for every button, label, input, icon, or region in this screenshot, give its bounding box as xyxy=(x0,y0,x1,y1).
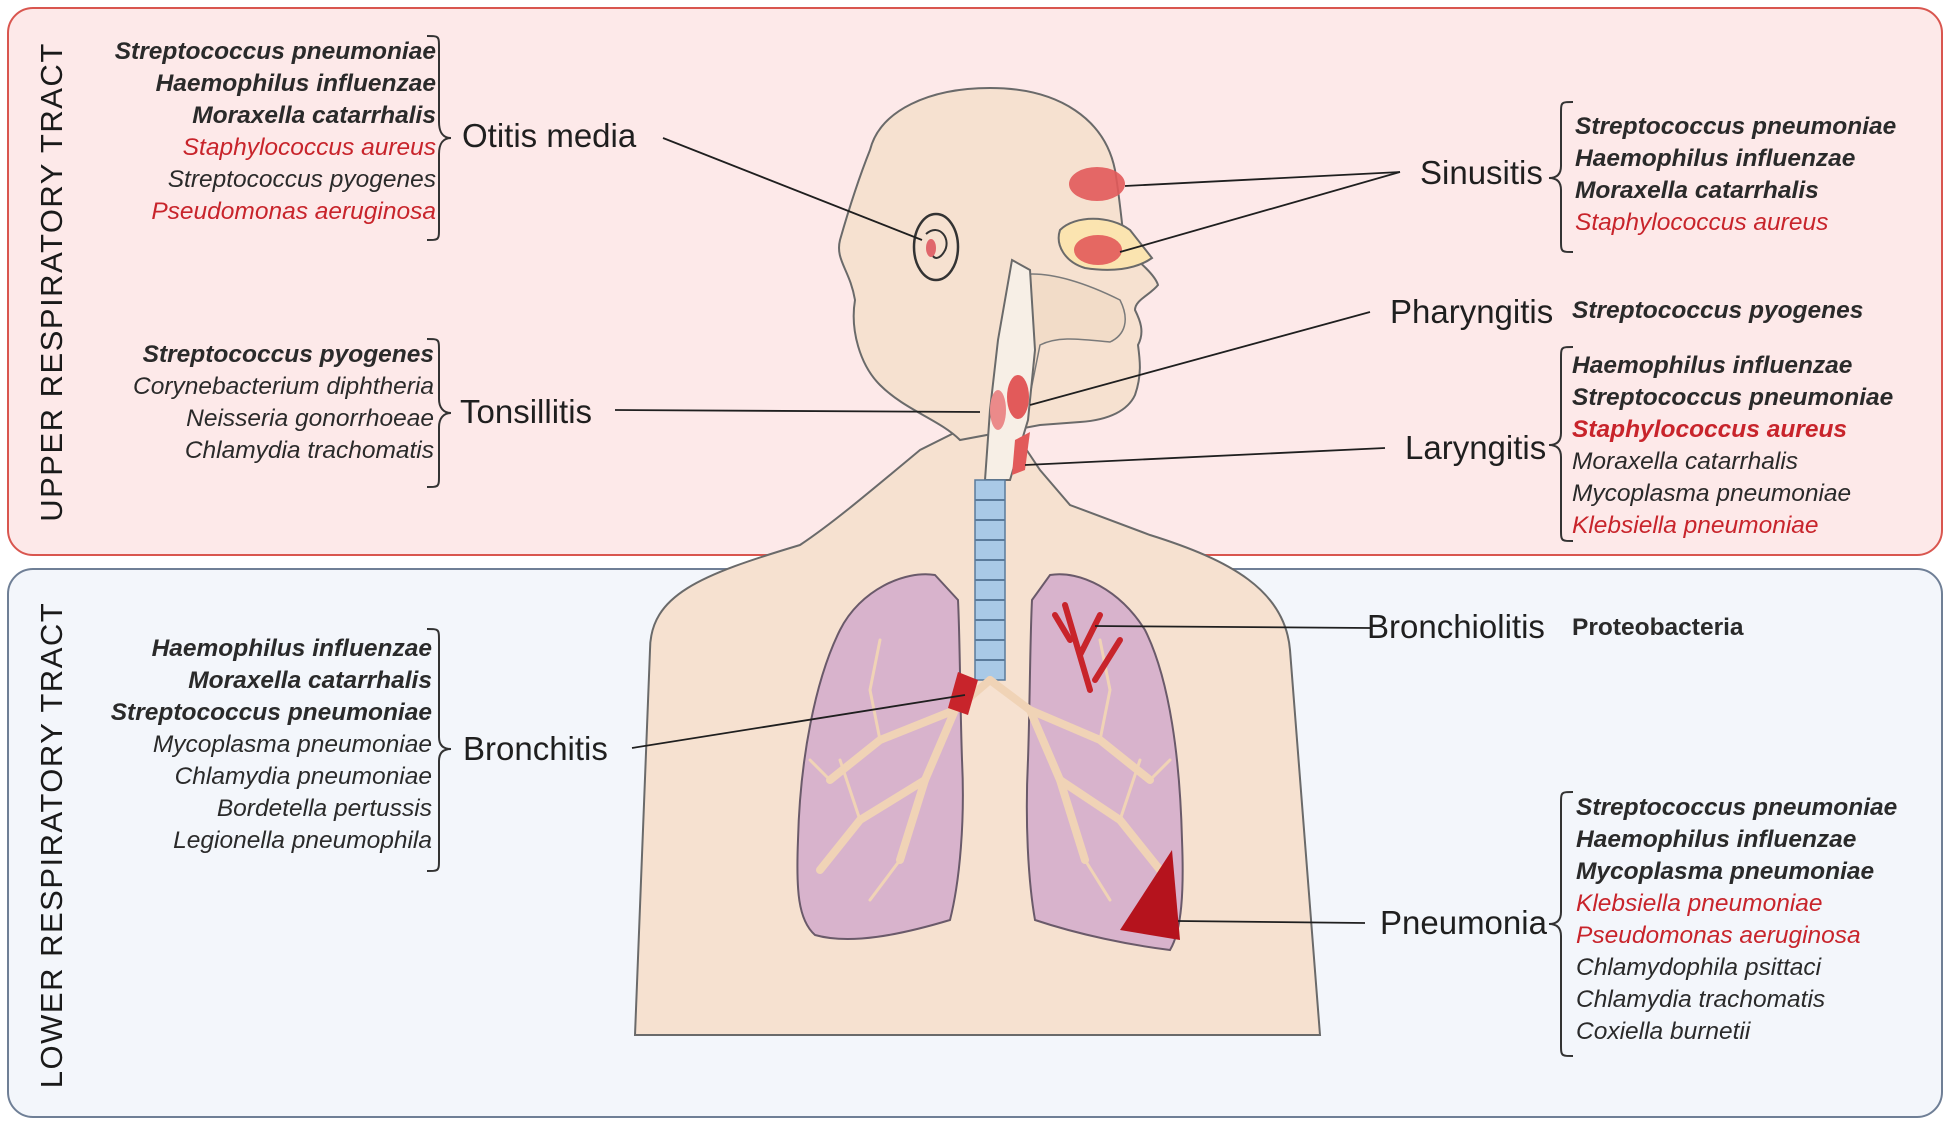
pathogen-item: Moraxella catarrhalis xyxy=(188,667,432,694)
otitis-media-label: Otitis media xyxy=(462,117,637,154)
pathogen-item: Pseudomonas aeruginosa xyxy=(1576,922,1861,949)
maxillary-sinus-inflammation xyxy=(1074,235,1122,265)
pathogen-item: Streptococcus pneumoniae xyxy=(110,699,432,726)
sinusitis-brace xyxy=(1548,101,1574,253)
pneumonia-pathogen-list: Streptococcus pneumoniae Haemophilus inf… xyxy=(1576,792,1897,1048)
pathogen-item: Chlamydia pneumoniae xyxy=(174,763,432,790)
bronchiole-inflammation xyxy=(1052,602,1123,693)
pathogen-item: Chlamydia trachomatis xyxy=(1576,986,1826,1013)
pathogen-item: Bordetella pertussis xyxy=(216,795,432,822)
pathogen-item: Mycoplasma pneumoniae xyxy=(1572,480,1852,507)
tonsillitis-brace xyxy=(426,338,452,488)
pathogen-item: Streptococcus pyogenes xyxy=(142,341,434,368)
pathogen-item: Chlamydophila psittaci xyxy=(1576,954,1822,981)
bronchitis-label: Bronchitis xyxy=(463,730,608,767)
left-lung xyxy=(1025,573,1184,952)
pathogen-item: Legionella pneumophila xyxy=(173,827,432,854)
pathogen-item: Streptococcus pyogenes xyxy=(167,166,436,193)
laryngitis-brace xyxy=(1548,346,1574,542)
bronchiolitis-pathogen: Proteobacteria xyxy=(1572,614,1744,641)
sinusitis-pathogen-list: Streptococcus pneumoniae Haemophilus inf… xyxy=(1575,111,1896,239)
pathogen-item: Coxiella burnetii xyxy=(1576,1018,1751,1045)
bronchus-inflammation xyxy=(948,672,978,715)
pathogen-item: Mycoplasma pneumoniae xyxy=(152,731,432,758)
pathogen-item: Staphylococcus aureus xyxy=(182,134,436,161)
pathogen-item: Haemophilus influenzae xyxy=(151,635,432,662)
laryngitis-pathogen-list: Haemophilus influenzae Streptococcus pne… xyxy=(1572,350,1893,542)
pneumonia-label: Pneumonia xyxy=(1380,904,1547,941)
pathogen-item: Streptococcus pneumoniae xyxy=(1575,113,1897,140)
middle-ear-inflammation xyxy=(926,239,936,257)
pharyngitis-pathogen: Streptococcus pyogenes xyxy=(1572,297,1864,324)
pathogen-item: Haemophilus influenzae xyxy=(1572,352,1853,379)
pharyngitis-label: Pharyngitis xyxy=(1390,293,1554,330)
pathogen-item: Streptococcus pneumoniae xyxy=(114,38,436,65)
pathogen-item: Mycoplasma pneumoniae xyxy=(1576,858,1875,885)
pathogen-item: Chlamydia trachomatis xyxy=(184,437,434,464)
pathogen-item: Staphylococcus aureus xyxy=(1575,209,1829,236)
pathogen-item: Klebsiella pneumoniae xyxy=(1572,512,1819,539)
pathogen-item: Haemophilus influenzae xyxy=(155,70,436,97)
pathogen-item: Neisseria gonorrhoeae xyxy=(186,405,434,432)
pathogen-item: Moraxella catarrhalis xyxy=(1572,448,1799,475)
pneumonia-consolidation xyxy=(1120,850,1180,940)
pathogen-item: Pseudomonas aeruginosa xyxy=(151,198,436,225)
tonsil-inflammation xyxy=(1007,375,1029,419)
trachea xyxy=(974,479,1006,681)
laryngitis-label: Laryngitis xyxy=(1405,429,1547,466)
sinusitis-label: Sinusitis xyxy=(1420,154,1543,191)
pathogen-item: Streptococcus pneumoniae xyxy=(1572,384,1894,411)
bronchitis-pathogen-list: Haemophilus influenzae Moraxella catarrh… xyxy=(80,633,432,857)
tonsillitis-label: Tonsillitis xyxy=(460,393,593,430)
pathogen-item: Corynebacterium diphtheria xyxy=(133,373,434,400)
ear xyxy=(912,212,960,282)
pathogen-item: Moraxella catarrhalis xyxy=(1575,177,1819,204)
pathogen-item: Moraxella catarrhalis xyxy=(192,102,436,129)
frontal-sinus-inflammation xyxy=(1069,167,1125,201)
otitis-media-brace xyxy=(426,35,452,241)
pathogen-item: Haemophilus influenzae xyxy=(1575,145,1856,172)
bronchiolitis-label: Bronchiolitis xyxy=(1367,608,1545,645)
otitis-media-pathogen-list: Streptococcus pneumoniae Haemophilus inf… xyxy=(80,36,436,228)
leader-lines xyxy=(614,137,1401,924)
pathogen-item: Staphylococcus aureus xyxy=(1572,416,1848,443)
pathogen-item: Streptococcus pneumoniae xyxy=(1576,794,1898,821)
bronchitis-brace xyxy=(426,628,452,872)
pathogen-item: Haemophilus influenzae xyxy=(1576,826,1857,853)
tonsillitis-pathogen-list: Streptococcus pyogenes Corynebacterium d… xyxy=(80,339,434,467)
pneumonia-brace xyxy=(1548,791,1574,1057)
pathogen-item: Klebsiella pneumoniae xyxy=(1576,890,1823,917)
